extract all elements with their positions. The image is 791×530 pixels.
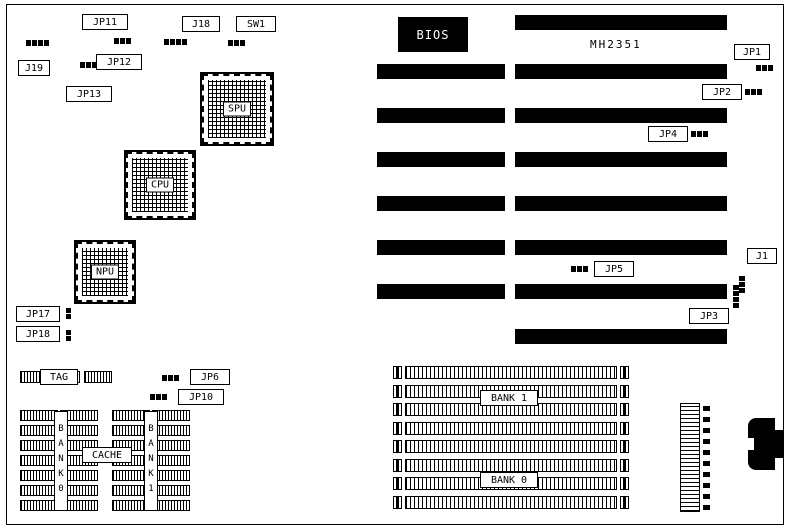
isa-slot: [515, 152, 727, 167]
jp2-label: JP2: [702, 84, 742, 100]
jp5-label: JP5: [594, 261, 634, 277]
keyboard-connector-tab: [774, 430, 783, 458]
isa-slot: [377, 152, 505, 167]
isa-slot: [515, 329, 727, 344]
isa-slot: [377, 284, 505, 299]
power-connector-pins: [703, 406, 710, 510]
jp17-label: JP17: [16, 306, 60, 322]
simm-socket-bar: [405, 440, 617, 453]
isa-slot: [377, 196, 505, 211]
jp12-label: JP12: [96, 54, 142, 70]
isa-slot: [515, 284, 727, 299]
isa-slot: [377, 240, 505, 255]
cache-bank1-label: BANK1: [144, 411, 158, 511]
jp4-pins: [691, 131, 708, 137]
jp5-pins: [571, 266, 588, 272]
sram-chip: [20, 500, 58, 511]
simm-socket-bar: [405, 366, 617, 379]
jp3-label: JP3: [689, 308, 729, 324]
board-model: MH2351: [590, 38, 642, 51]
cache-chip-column: [20, 410, 58, 511]
isa-slot: [377, 108, 505, 123]
jp1-label: JP1: [734, 44, 770, 60]
board-outline: [6, 4, 784, 525]
isa-slot: [515, 64, 727, 79]
keyboard-connector: [748, 418, 775, 470]
jp18-pins: [66, 330, 71, 341]
bank1-label: BANK 1: [480, 390, 538, 406]
isa-slot: [377, 64, 505, 79]
jp17-pins: [66, 308, 71, 319]
jp11-pins: [114, 38, 131, 44]
jp1-pins: [756, 65, 773, 71]
bank0-label: BANK 0: [480, 472, 538, 488]
j18-pins: [164, 39, 187, 45]
jp10-label: JP10: [178, 389, 224, 405]
jp4-label: JP4: [648, 126, 688, 142]
sw1-pins: [228, 40, 245, 46]
j18-label: J18: [182, 16, 220, 32]
tag-chip: [84, 371, 112, 383]
cache-bank0-label: BANK0: [54, 411, 68, 511]
jp11-label: JP11: [82, 14, 128, 30]
npu-chip-label: NPU: [90, 264, 120, 280]
cache-chip-column: [60, 410, 98, 511]
sram-chip: [20, 425, 58, 436]
power-connector: [680, 403, 700, 512]
isa-slot: [515, 196, 727, 211]
isa-slot: [515, 240, 727, 255]
simm-socket: [393, 496, 629, 509]
jp18-label: JP18: [16, 326, 60, 342]
jp3-pins: [733, 285, 739, 308]
j19-pins: [26, 40, 49, 46]
simm-socket-bar: [405, 459, 617, 472]
simm-socket: [393, 440, 629, 453]
simm-socket: [393, 422, 629, 435]
cpu-chip-label: CPU: [145, 177, 175, 193]
sram-chip: [20, 485, 58, 496]
simm-socket-bar: [405, 422, 617, 435]
sram-chip: [20, 440, 58, 451]
spu-chip-label: SPU: [222, 101, 252, 117]
npu-chip: NPU: [74, 240, 136, 304]
keyboard-connector-notch: [748, 438, 754, 450]
sram-chip: [20, 455, 58, 466]
sw1-label: SW1: [236, 16, 276, 32]
jp6-pins: [162, 375, 179, 381]
cache-label: CACHE: [82, 447, 132, 463]
isa-slot: [515, 15, 727, 30]
j1-pins: [739, 276, 745, 293]
j19-label: J19: [18, 60, 50, 76]
tag-label: TAG: [40, 369, 78, 385]
cache-chip-column: [152, 410, 190, 511]
simm-socket: [393, 366, 629, 379]
jp13-label: JP13: [66, 86, 112, 102]
bios-chip: BIOS: [398, 17, 468, 52]
cpu-chip: CPU: [124, 150, 196, 220]
jp12-pins: [80, 62, 97, 68]
sram-chip: [20, 410, 58, 421]
spu-chip: SPU: [200, 72, 274, 146]
jp10-pins: [150, 394, 167, 400]
simm-socket-bar: [405, 496, 617, 509]
sram-chip: [20, 470, 58, 481]
j1-label: J1: [747, 248, 777, 264]
jp6-label: JP6: [190, 369, 230, 385]
simm-socket: [393, 459, 629, 472]
isa-slot: [515, 108, 727, 123]
jp2-pins: [745, 89, 762, 95]
